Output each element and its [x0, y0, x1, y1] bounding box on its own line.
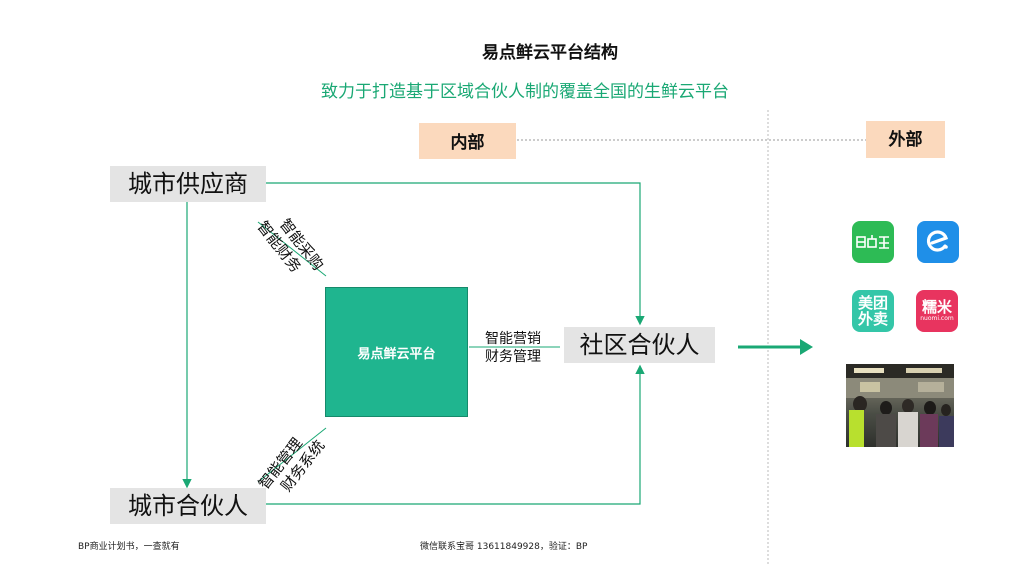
edge-label-line: 智能营销 [485, 331, 541, 347]
internal-tag: 内部 [419, 123, 516, 159]
community-partner-node: 社区合伙人 [564, 327, 715, 363]
city-partner-node: 城市合伙人 [110, 488, 266, 524]
meituan-waimai-logo-text: 美团外卖 [857, 294, 888, 328]
center-platform-box: 易点鲜云平台 [325, 287, 468, 417]
arrow-supplier-to-community [255, 182, 645, 326]
footer-left-text: BP商业计划书，一查就有 [78, 542, 180, 552]
meituan-waimai-app-icon: 美团外卖 [852, 290, 894, 332]
edge-label-line: 财务管理 [485, 349, 541, 365]
yidianxian-logo-icon [856, 235, 889, 249]
arrow-city-partner-to-community [266, 364, 645, 505]
store-crowd-image [846, 364, 954, 447]
center-platform-label: 易点鲜云平台 [357, 346, 436, 362]
community-edge-label: 智能营销 财务管理 [485, 330, 541, 366]
nuomi-logo-subtext: nuomi.com [920, 315, 954, 322]
eleme-logo-icon [926, 230, 949, 252]
store-photo [846, 364, 954, 447]
footer-center-text: 微信联系宝哥 13611849928，验证：BP [420, 542, 588, 552]
diagonal-partner-line [257, 427, 327, 483]
arrow-to-external-head [800, 339, 813, 355]
diagonal-supplier-line [257, 221, 327, 277]
eleme-app-icon [917, 221, 959, 263]
page-title: 易点鲜云平台结构 [482, 43, 618, 63]
nuomi-app-icon: 糯米 nuomi.com [916, 290, 958, 332]
city-supplier-node: 城市供应商 [110, 166, 266, 202]
yidianxian-app-icon [852, 221, 894, 263]
page-subtitle: 致力于打造基于区域合伙人制的覆盖全国的生鲜云平台 [321, 82, 729, 102]
external-tag: 外部 [866, 121, 945, 158]
nuomi-logo-text: 糯米 [921, 298, 952, 316]
